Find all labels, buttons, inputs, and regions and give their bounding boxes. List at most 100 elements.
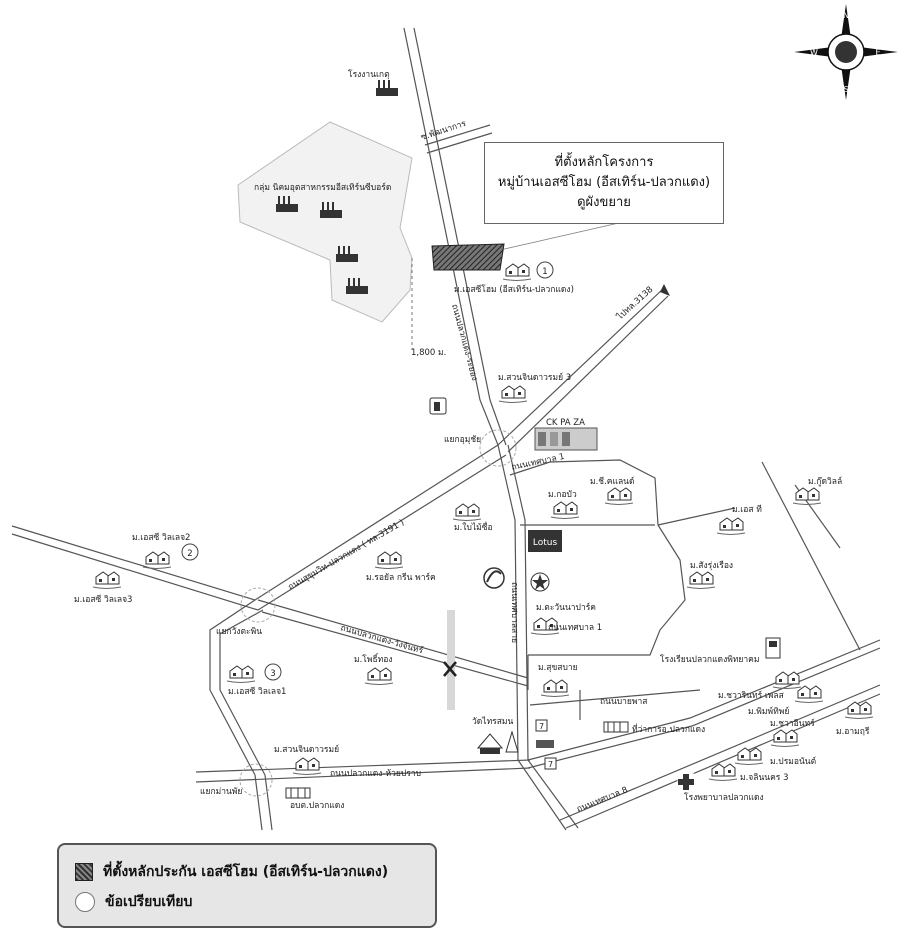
junction-wangpin-circle bbox=[240, 587, 276, 623]
road-label-thetsaban8: ถนนเทศบาล 8 bbox=[575, 785, 629, 815]
market-label: ที่ว่าการอ.ปลวกแดง bbox=[632, 723, 705, 735]
seven-eleven-icon: 7 bbox=[535, 719, 548, 732]
distance-label: 1,800 ม. bbox=[411, 348, 446, 358]
government-office-icon bbox=[603, 721, 629, 733]
wat-label: วัดไทรสมน bbox=[472, 716, 514, 727]
bank-logo-icon bbox=[483, 567, 505, 589]
road-label-pluakdaeng-rayong: ถนนปลวกแดง-ระยอง bbox=[449, 303, 479, 382]
phichit-thong-label: ม.โพธิ์ทอง bbox=[354, 653, 393, 665]
svg-text:W: W bbox=[810, 48, 818, 57]
junction-kuchai-label: แยกอุมุชัย bbox=[444, 435, 481, 445]
crossing-icon bbox=[443, 661, 457, 677]
house-icon bbox=[708, 763, 738, 781]
marker-3: 3 bbox=[264, 663, 282, 681]
suan-charin-label: ม.สวนจินดาวรมย์ bbox=[274, 744, 339, 755]
house-icon bbox=[794, 685, 824, 703]
bai-mai-label: ม.ใบไม้ซื่อ bbox=[454, 521, 493, 533]
svg-text:7: 7 bbox=[548, 760, 553, 769]
industrial-estate-area bbox=[237, 121, 413, 323]
obt-label: อบต.ปลวกแดง bbox=[290, 801, 344, 811]
svg-text:7: 7 bbox=[539, 722, 544, 731]
house-icon bbox=[292, 757, 322, 775]
school-label: โรงเรียนปลวกแดงพิทยาคม bbox=[660, 654, 759, 665]
ck-plaza-label: CK PA ZA bbox=[546, 418, 585, 428]
star-icon bbox=[530, 572, 550, 592]
marker-2: 2 bbox=[181, 543, 199, 561]
house-icon bbox=[604, 487, 634, 505]
house-icon bbox=[540, 679, 570, 697]
es-t-label: ม.เอส ที bbox=[732, 504, 762, 515]
svg-text:3: 3 bbox=[270, 669, 275, 679]
house-icon bbox=[844, 701, 874, 719]
house-icon bbox=[770, 729, 800, 747]
sc-villa1-label: ม.เอสซี วิลเลจ1 bbox=[228, 686, 286, 697]
house-icon bbox=[498, 385, 528, 403]
svg-text:2: 2 bbox=[187, 549, 192, 559]
project-callout-line1: ที่ตั้งหลักโครงการ bbox=[554, 155, 654, 170]
road-label-bypass: ถนนบายพาส bbox=[600, 697, 648, 707]
sooksabai-label: ม.สุขสบาย bbox=[538, 663, 578, 673]
charin-nakorn3-label: ม.จลินนคร 3 bbox=[740, 773, 788, 783]
house-icon bbox=[142, 551, 172, 569]
factory-icon bbox=[376, 80, 398, 96]
house-icon bbox=[92, 571, 122, 589]
road-label-thetsaban1: ถนนเทศบาล 1 bbox=[511, 452, 566, 473]
factory-label: โรงงานเกตุ bbox=[348, 69, 390, 80]
charin-nivet-label: ม.ชวารินทร์ เพลส bbox=[718, 690, 785, 701]
road-label-to-3138: ไปทล.3138 bbox=[614, 284, 655, 323]
house-icon bbox=[716, 517, 746, 535]
house-icon bbox=[364, 667, 394, 685]
bank-icon bbox=[536, 740, 554, 748]
pattama-nan-label: ม.ปรมอนันต์ bbox=[770, 756, 816, 767]
map-legend: ที่ตั้งหลักประกัน เอสซีโฮม (อีสเทิร์น-ปล… bbox=[57, 843, 437, 928]
marker-1: 1 bbox=[536, 261, 554, 279]
junction-manphai-circle bbox=[239, 763, 273, 797]
junction-wangpin-label: แยกวังตะพิน bbox=[216, 627, 262, 637]
royal-green-label: ม.รอยัล กรีน พาร์ค bbox=[366, 572, 436, 583]
obt-office-icon bbox=[285, 787, 311, 799]
industrial-estate-label: กลุ่ม นิคมอุตสาหกรรมอีสเทิร์นซีบอร์ด bbox=[254, 182, 391, 193]
good-will-label: ม.กู๊ดวิลล์ bbox=[808, 476, 842, 487]
house-icon bbox=[686, 571, 716, 589]
chawarin-label: ม.ชวาอินทร์ bbox=[770, 718, 815, 729]
hospital-icon bbox=[677, 773, 695, 791]
road-label-thetsaban1b: ถนนเทศบาล 1 bbox=[548, 623, 602, 633]
kolbua-label: ม.กอบัว bbox=[548, 490, 577, 500]
phimsathit-label: ม.พิมพ์ทิพย์ bbox=[748, 706, 789, 717]
tawan-park-label: ม.ตะวันนาปาร์ค bbox=[536, 602, 596, 613]
house-icon bbox=[734, 747, 764, 765]
house-icon bbox=[374, 551, 404, 569]
suan-charin3-label: ม.สวนจินดาวรมย์ 3 bbox=[498, 372, 571, 383]
hospital-label: โรงพยาบาลปลวกแดง bbox=[684, 792, 764, 803]
road-network bbox=[11, 27, 881, 831]
sc-villa2-label: ม.เอสซี วิลเลจ2 bbox=[132, 532, 190, 543]
road-label-thetsaban-sai: ถนนเทศบาลสาย bbox=[509, 582, 519, 643]
school-flag-icon bbox=[765, 637, 781, 659]
ck-plaza-building bbox=[534, 427, 598, 451]
junction-manphai-label: แยกม่านพัย bbox=[200, 787, 242, 797]
circle-swatch-icon bbox=[75, 892, 95, 912]
gas-station-icon bbox=[429, 397, 447, 415]
arrow-to-3138-icon bbox=[660, 284, 670, 296]
house-icon bbox=[226, 665, 256, 683]
legend-item-collateral: ที่ตั้งหลักประกัน เอสซีโฮม (อีสเทิร์น-ปล… bbox=[75, 857, 419, 887]
svg-text:1: 1 bbox=[542, 267, 547, 277]
legend-item-comparison-label: ข้อเปรียบเทียบ bbox=[105, 894, 193, 910]
lotus-store: Lotus bbox=[528, 530, 562, 552]
amphur-label: ม.อามฤรี bbox=[836, 726, 870, 737]
road-label-pluakdaeng-wangchan: ถนนปลวกแดง-วังจันทร์ bbox=[339, 622, 425, 656]
svg-text:E: E bbox=[875, 48, 880, 57]
junction-kuchai-circle bbox=[479, 429, 517, 467]
temple-icon bbox=[476, 730, 519, 754]
project-parcel bbox=[431, 243, 505, 271]
project-callout-line2: หมู่บ้านเอสซีโฮม (อีสเทิร์น-ปลวกแดง) bbox=[497, 175, 711, 190]
seven-eleven-icon: 7 bbox=[544, 757, 557, 770]
legend-item-collateral-label: ที่ตั้งหลักประกัน เอสซีโฮม (อีสเทิร์น-ปล… bbox=[103, 864, 389, 880]
sc-villa3-label: ม.เอสซี วิลเลจ3 bbox=[74, 594, 132, 605]
compass-rose: N S E W bbox=[794, 4, 898, 100]
hatch-swatch-icon bbox=[75, 863, 93, 881]
sc-home-label: ม.เอสซีโฮม (อีสเทิร์น-ปลวกแดง) bbox=[454, 284, 574, 295]
house-icon bbox=[502, 263, 532, 281]
house-icon bbox=[550, 501, 580, 519]
